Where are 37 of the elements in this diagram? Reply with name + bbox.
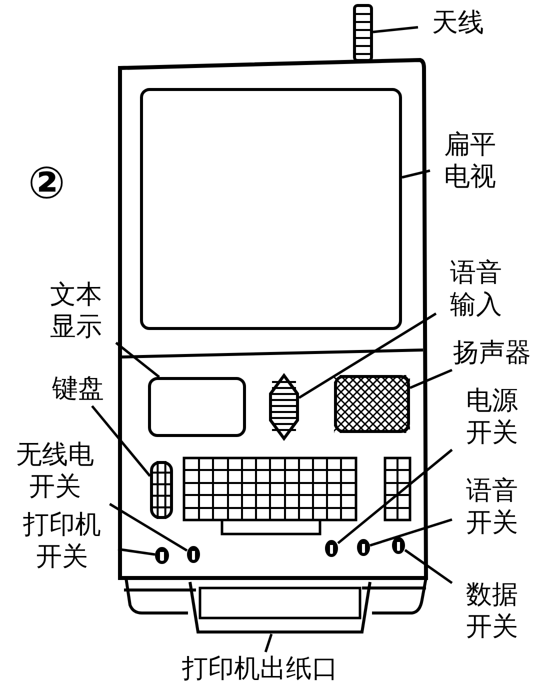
part-label: 文本显示 (49, 279, 103, 343)
leader-line (370, 518, 452, 547)
leader-line (91, 405, 151, 477)
leader-line (404, 549, 453, 584)
leader-line (264, 634, 273, 652)
leader-line (402, 169, 430, 179)
paper-outlet-drawing (190, 582, 370, 634)
keypad-drawing (150, 461, 173, 519)
part-label: 无线电开关 (14, 439, 95, 503)
leader-line (298, 312, 437, 399)
speaker-grille (334, 375, 410, 433)
part-label: 打印机出纸口 (181, 653, 339, 685)
leader-line (118, 548, 156, 556)
part-label: 语音输入 (449, 257, 503, 321)
radio-switch (187, 546, 200, 563)
voice-switch (357, 539, 370, 556)
data-switch (392, 537, 405, 554)
part-label: 电源开关 (465, 385, 519, 449)
leader-line (410, 368, 452, 389)
leader-line (109, 502, 188, 552)
part-label: 扁平电视 (443, 129, 497, 193)
tv-screen (140, 88, 402, 330)
leader-line (115, 342, 160, 378)
microphone-drawing (269, 374, 299, 440)
antenna-drawing (353, 4, 373, 62)
text-display-screen (148, 377, 246, 437)
part-label: 天线 (431, 7, 485, 39)
part-label: 键盘 (51, 373, 105, 405)
figure-number: ② (28, 160, 66, 208)
part-label: 语音开关 (465, 475, 519, 539)
leader-line (372, 26, 418, 34)
power-switch (325, 540, 338, 557)
leader-line (337, 448, 453, 544)
part-label: 数据开关 (465, 579, 519, 643)
part-label: 扬声器 (452, 337, 532, 369)
part-label: 打印机开关 (22, 509, 102, 573)
printer-switch (155, 547, 169, 564)
